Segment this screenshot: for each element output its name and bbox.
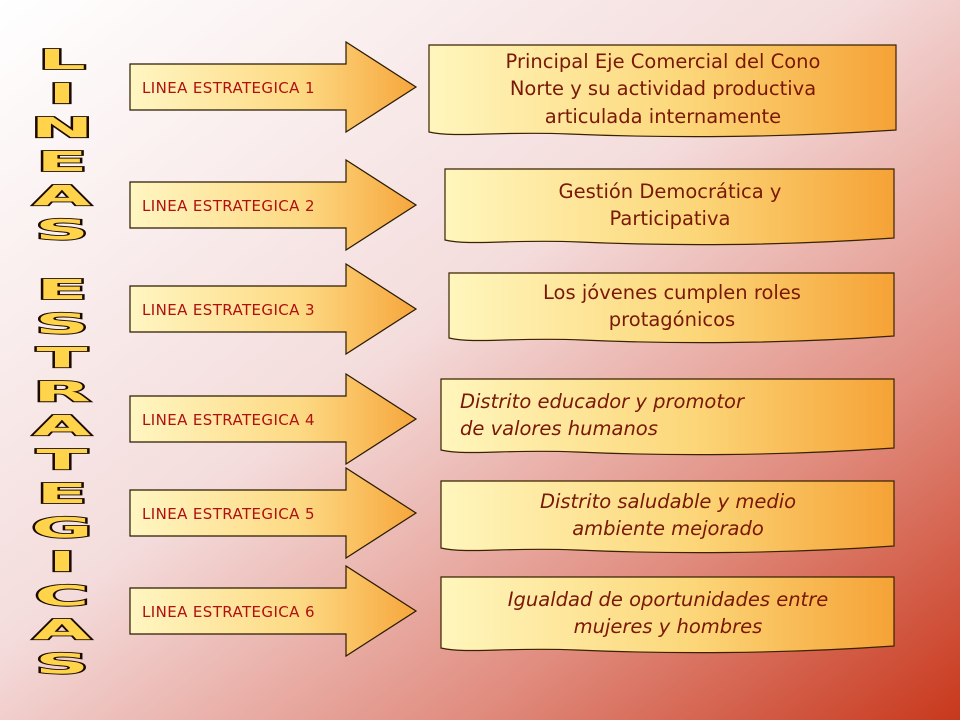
title-letter: T	[36, 342, 88, 373]
line-label: LINEA ESTRATEGICA 6	[142, 602, 315, 621]
box-text: Igualdad de oportunidades entre mujeres …	[507, 587, 829, 638]
box-text: Principal Eje Comercial del Cono Norte y…	[505, 50, 821, 128]
box-text: Distrito saludable y medio ambiente mejo…	[539, 489, 797, 540]
arrow-line-5: LINEA ESTRATEGICA 5	[128, 466, 418, 561]
box-shape	[440, 378, 895, 456]
arrow-shape	[129, 564, 418, 658]
title-letter: L	[38, 44, 86, 75]
title-letter: E	[36, 146, 87, 177]
line-label: LINEA ESTRATEGICA 1	[142, 78, 315, 97]
title-letter: S	[35, 214, 89, 245]
title-letter: A	[33, 614, 91, 645]
arrow-shape	[129, 466, 418, 560]
title-letter: N	[31, 112, 94, 143]
title-letter: G	[31, 512, 92, 543]
box-text: Los jóvenes cumplen roles protagónicos	[543, 280, 801, 331]
description-box-2: Gestión Democrática y Participativa	[444, 168, 896, 250]
arrow-line-6: LINEA ESTRATEGICA 6	[128, 564, 418, 659]
description-box-1: Principal Eje Comercial del Cono Norte y…	[428, 44, 898, 142]
line-label: LINEA ESTRATEGICA 5	[142, 504, 315, 523]
arrow-shape	[129, 262, 418, 356]
box-shape	[440, 576, 895, 654]
title-letter: C	[35, 580, 90, 611]
title-letter: R	[33, 376, 91, 407]
box-text: Distrito educador y promotor de valores …	[460, 389, 744, 440]
box-text: Gestión Democrática y Participativa	[558, 179, 782, 230]
description-box-5: Distrito saludable y medio ambiente mejo…	[440, 480, 896, 558]
title-letter: E	[36, 478, 87, 509]
box-shape	[444, 168, 895, 246]
description-box-3: Los jóvenes cumplen roles protagónicos	[448, 272, 896, 348]
arrow-line-1: LINEA ESTRATEGICA 1	[128, 40, 418, 135]
arrow-shape	[129, 372, 418, 466]
arrow-shape	[129, 158, 418, 252]
title-letter: I	[48, 78, 76, 109]
title-letter: E	[36, 274, 87, 305]
box-shape	[428, 44, 897, 138]
title-letter: A	[33, 410, 91, 441]
title-letter: I	[48, 546, 76, 577]
title-letter: T	[36, 444, 88, 475]
title-letter: A	[33, 180, 91, 211]
line-label: LINEA ESTRATEGICA 3	[142, 300, 315, 319]
box-shape	[440, 480, 895, 554]
title-letter: S	[35, 648, 89, 679]
arrow-line-4: LINEA ESTRATEGICA 4	[128, 372, 418, 467]
line-label: LINEA ESTRATEGICA 2	[142, 196, 315, 215]
arrow-line-3: LINEA ESTRATEGICA 3	[128, 262, 418, 357]
arrow-line-2: LINEA ESTRATEGICA 2	[128, 158, 418, 253]
line-label: LINEA ESTRATEGICA 4	[142, 410, 315, 429]
title-letter: S	[35, 308, 89, 339]
description-box-6: Igualdad de oportunidades entre mujeres …	[440, 576, 896, 658]
arrow-shape	[129, 40, 418, 134]
box-shape	[448, 272, 895, 344]
description-box-4: Distrito educador y promotor de valores …	[440, 378, 896, 460]
